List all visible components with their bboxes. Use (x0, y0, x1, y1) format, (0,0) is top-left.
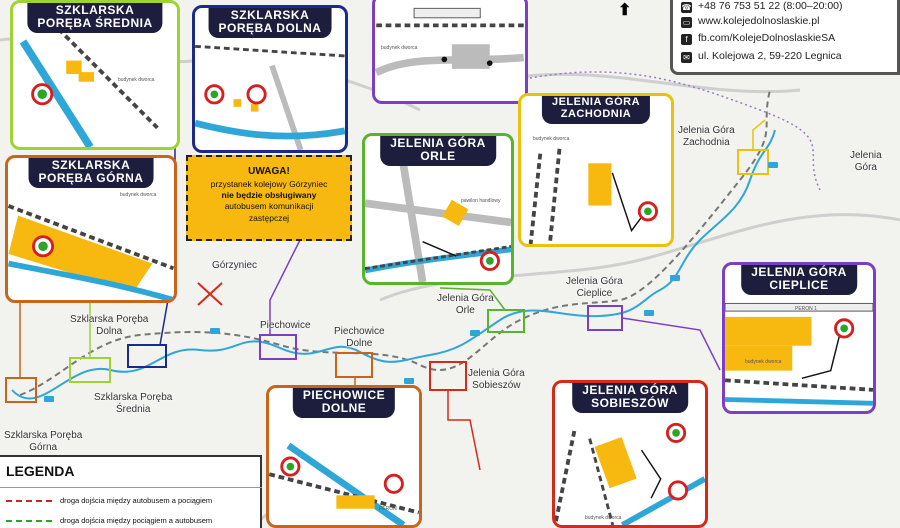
panel-jg-orle: JELENIA GÓRA ORLE pawilon handlowy (362, 133, 514, 285)
notice-line3: autobusem komunikacji (224, 201, 314, 212)
facebook-icon: f (681, 34, 692, 45)
panel-title: JELENIA GÓRA ORLE (380, 136, 496, 167)
label-jg-zachodnia: Jelenia Góra Zachodnia (678, 125, 735, 148)
legend: LEGENDA droga dojścia między autobusem a… (0, 455, 262, 528)
panel-title: JELENIA GÓRA ZACHODNIA (541, 96, 651, 125)
railway-line (19, 89, 771, 396)
label-piechowice: Piechowice (260, 320, 311, 331)
notice-line2: nie będzie obsługiwany (221, 189, 317, 200)
envelope-icon: ✉ (681, 52, 692, 63)
map-box-orle (487, 309, 525, 333)
phone-icon: ☎ (681, 2, 692, 13)
label-sp-dolna: Szklarska Poręba Dolna (70, 314, 149, 337)
panel-title: PIECHOWICE DOLNE (292, 388, 396, 419)
label-jg-orle: Jelenia Góra Orle (437, 293, 494, 316)
panel-title: SZKLARSKA PORĘBA ŚREDNIA (27, 3, 163, 34)
label-jg-sobieszow: Jelenia Góra Sobieszów (468, 368, 525, 391)
map-box-sp-dolna (127, 344, 167, 368)
legend-title: LEGENDA (6, 463, 75, 479)
map-box-piechowice-dolne (335, 352, 373, 378)
map-box-piechowice (259, 334, 297, 360)
panel-sp-gorna: SZKLARSKA PORĘBA GÓRNA budynek dworca (5, 155, 177, 303)
label-sp-gorna: Szklarska Poręba Górna (4, 430, 83, 453)
contact-address: ul. Kolejowa 2, 59-220 Legnica (698, 50, 842, 62)
panel-piechowice-dolne: PIECHOWICE DOLNE PERON (266, 385, 422, 528)
label-sp-srednia: Szklarska Poręba Średnia (94, 392, 173, 415)
map-box-sp-gorna (5, 377, 37, 403)
panel-title: SZKLARSKA PORĘBA GÓRNA (28, 158, 154, 189)
legend-green-line (6, 520, 52, 522)
contact-phone[interactable]: +48 76 753 51 22 (8:00–20:00) (698, 0, 843, 12)
legend-row-2: droga dojścia między pociągiem a autobus… (60, 516, 213, 525)
notice-title: UWAGA! (248, 166, 290, 177)
river (11, 129, 776, 400)
label-jelenia-gora: Jelenia Góra (850, 150, 882, 173)
computer-icon: ▭ (681, 17, 692, 28)
notice-box: UWAGA! przystanek kolejowy Górzyniec nie… (186, 155, 352, 241)
contact-box: ☎ +48 76 753 51 22 (8:00–20:00) ▭ www.kole… (670, 0, 900, 75)
panel-jg-zachodnia: JELENIA GÓRA ZACHODNIA budynek dworca (518, 93, 674, 247)
panel-sp-srednia: SZKLARSKA PORĘBA ŚREDNIA budynek dworca (10, 0, 180, 150)
notice-line1: przystanek kolejowy Górzyniec (210, 178, 328, 189)
north-arrow-icon: ⬆ (618, 2, 632, 19)
contact-website[interactable]: www.kolejedolnoslaskie.pl (698, 15, 820, 27)
panel-jg-sobieszow: JELENIA GÓRA SOBIESZÓW budynek dworca (552, 380, 708, 528)
panel-piechowice: budynek dworca (372, 0, 528, 104)
closed-stop-marker (197, 282, 223, 306)
label-piechowice-dolne: Piechowice Dolne (334, 326, 385, 349)
panel-jg-cieplice: JELENIA GÓRA CIEPLICE budynek dworca PER… (722, 262, 876, 414)
label-gorzyniec: Górzyniec (212, 260, 258, 271)
legend-row-1: droga dojścia między autobusem a pociągi… (60, 496, 213, 505)
legend-red-line (6, 500, 52, 502)
label-jg-cieplice: Jelenia Góra Cieplice (566, 276, 623, 299)
notice-line4: zastępczej (248, 212, 290, 223)
panel-title: SZKLARSKA PORĘBA DOLNA (208, 8, 332, 39)
contact-facebook[interactable]: fb.com/KolejeDolnoslaskieSA (698, 32, 836, 44)
panel-sp-dolna: SZKLARSKA PORĘBA DOLNA (192, 5, 348, 153)
panel-title: JELENIA GÓRA SOBIESZÓW (572, 383, 688, 414)
panel-title: JELENIA GÓRA CIEPLICE (741, 265, 857, 296)
